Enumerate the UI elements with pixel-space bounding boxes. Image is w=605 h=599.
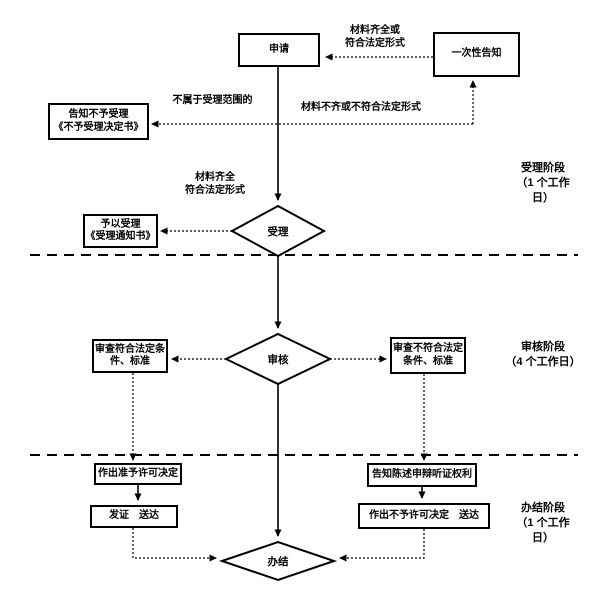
issue-deliver-box: 发证 送达 xyxy=(90,505,178,528)
review-fail-box: 审查不符合法定 条件、标准 xyxy=(390,337,466,374)
audit-diamond-shape xyxy=(223,332,333,386)
audit-diamond-label: 审核 xyxy=(267,353,289,366)
accept-diamond-shape xyxy=(229,204,327,258)
label-complete-or-legal-form: 材料齐全或 符合法定形式 xyxy=(345,25,405,49)
accept-notice-box: 予以受理 《受理通知书》 xyxy=(83,214,158,248)
hearing-rights-box: 告知陈述申辩听证权利 xyxy=(367,463,477,487)
label-not-in-scope: 不属于受理范围的 xyxy=(172,95,253,106)
label-incomplete-or-illegal-form: 材料不齐或不符合法定形式 xyxy=(301,102,421,113)
stage-label-accept: 受理阶段 （1 个工作 日） xyxy=(516,162,570,205)
review-pass-box: 审查符合法定条 件、标准 xyxy=(92,339,168,373)
stage-label-finish: 办结阶段 （1 个工作 日） xyxy=(516,502,570,545)
accept-diamond-label: 受理 xyxy=(267,225,289,238)
grant-decision-box: 作出准予许可决定 xyxy=(94,463,182,485)
finish-diamond-shape xyxy=(218,540,338,582)
reject-notice-box: 告知不予受理 《不予受理决定书》 xyxy=(48,103,149,140)
deny-decision-box: 作出不予许可决定 送达 xyxy=(358,503,490,529)
finish-diamond-label: 办结 xyxy=(267,555,289,568)
label-complete-legal-form: 材料齐全 符合法定形式 xyxy=(185,172,245,196)
edge-deny-to-finish xyxy=(339,529,425,562)
stage-label-audit: 审核阶段 （4 个工作日） xyxy=(505,341,581,369)
edge-issue-to-finish xyxy=(132,528,217,562)
apply-box: 申请 xyxy=(238,33,320,67)
one-time-notice-box: 一次性告知 xyxy=(433,32,520,77)
